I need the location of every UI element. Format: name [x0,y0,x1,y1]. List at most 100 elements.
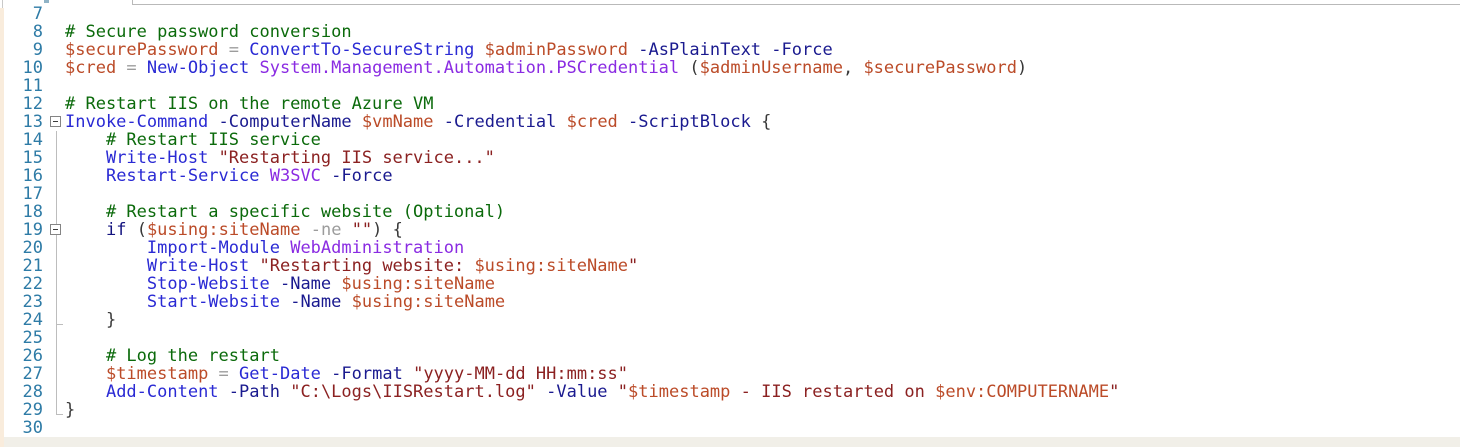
code-token-plain [280,382,290,402]
code-token-comment: # Restart IIS service [65,130,321,150]
code-token-plain [556,112,566,132]
code-token-parameter: -ComputerName [218,112,352,132]
code-token-plain [321,166,331,186]
code-text[interactable]: } [65,311,1460,329]
fold-column [47,113,65,131]
code-text[interactable]: if ($using:siteName -ne "") { [65,221,1460,239]
code-text[interactable]: # Restart a specific website (Optional) [65,203,1460,221]
line-number: 16 [22,166,43,186]
code-text[interactable]: Invoke-Command -ComputerName $vmName -Cr… [65,113,1460,131]
code-token-plain [65,274,147,294]
code-text[interactable]: # Secure password conversion [65,23,1460,41]
fold-column [47,221,65,239]
code-token-plain [259,166,269,186]
fold-column [47,275,65,293]
code-text[interactable] [65,77,1460,95]
code-line: 8# Secure password conversion [0,23,1460,41]
code-line: 16 Restart-Service W3SVC -Force [0,167,1460,185]
code-token-plain [341,220,351,240]
code-token-cmdlet: ConvertTo-SecureString [249,40,475,60]
fold-column [47,329,65,347]
code-token-variable: $using:siteName [146,220,301,240]
line-number: 29 [22,400,43,420]
line-number: 23 [22,292,43,312]
code-line: 20 Import-Module WebAdministration [0,239,1460,257]
line-number: 21 [22,256,43,276]
line-number: 17 [22,184,43,204]
line-number: 26 [22,346,43,366]
fold-column [47,239,65,257]
code-line: 28 Add-Content -Path "C:\Logs\IISRestart… [0,383,1460,401]
code-text[interactable]: $timestamp = Get-Date -Format "yyyy-MM-d… [65,365,1460,383]
code-line: 14 # Restart IIS service [0,131,1460,149]
fold-column [47,5,65,23]
code-line: 22 Stop-Website -Name $using:siteName [0,275,1460,293]
code-text[interactable] [65,419,1460,437]
code-token-cmdlet: Stop-Website [146,274,270,294]
code-token-operator: = [218,40,250,60]
code-token-string: "Restarting website: [259,256,475,276]
code-text[interactable]: Import-Module WebAdministration [65,239,1460,257]
fold-collapse-button[interactable] [50,224,61,235]
code-token-variable: $cred [65,58,117,78]
code-token-brace: ) { [372,220,403,240]
line-number: 15 [22,148,43,168]
code-text[interactable]: $cred = New-Object System.Management.Aut… [65,59,1460,77]
code-token-string: " [627,256,639,276]
code-line: 30 [0,419,1460,437]
code-text[interactable]: } [65,401,1460,419]
fold-collapse-button[interactable] [50,116,61,127]
code-token-plain [65,238,147,258]
code-token-plain [403,364,413,384]
fold-column [47,23,65,41]
code-token-parameter: -Name [279,274,332,294]
code-text[interactable]: # Restart IIS service [65,131,1460,149]
fold-column [47,419,65,437]
code-token-plain [608,382,618,402]
code-text[interactable] [65,185,1460,203]
code-token-plain [618,112,628,132]
code-text[interactable]: Write-Host "Restarting website: $using:s… [65,257,1460,275]
code-token-plain [219,382,229,402]
code-token-plain [474,40,484,60]
code-token-plain [321,364,331,384]
fold-column [47,77,65,95]
code-line: 21 Write-Host "Restarting website: $usin… [0,257,1460,275]
code-line: 12# Restart IIS on the remote Azure VM [0,95,1460,113]
code-token-plain [249,58,259,78]
code-text[interactable]: # Restart IIS on the remote Azure VM [65,95,1460,113]
code-token-plain [341,292,351,312]
fold-column [47,95,65,113]
code-text[interactable]: $securePassword = ConvertTo-SecureString… [65,41,1460,59]
code-text[interactable] [65,329,1460,347]
fold-column [47,167,65,185]
code-text[interactable]: Add-Content -Path "C:\Logs\IISRestart.lo… [65,383,1460,401]
code-token-cmdlet: Invoke-Command [65,112,209,132]
fold-column [47,365,65,383]
code-text[interactable]: Start-Website -Name $using:siteName [65,293,1460,311]
code-token-operator: = [208,364,240,384]
code-token-parameter: -AsPlainText [638,40,762,60]
code-line: 19 if ($using:siteName -ne "") { [0,221,1460,239]
code-text[interactable]: Restart-Service W3SVC -Force [65,167,1460,185]
code-token-comment: # Restart a specific website (Optional) [65,202,506,222]
code-text[interactable]: # Log the restart [65,347,1460,365]
fold-column [47,383,65,401]
line-number: 10 [22,58,43,78]
code-text[interactable] [65,5,1460,23]
code-token-string: "" [351,220,373,240]
line-number: 19 [22,220,43,240]
code-token-string: - IIS restarted on [730,382,936,402]
fold-column [47,311,65,329]
code-text[interactable]: Write-Host "Restarting IIS service..." [65,149,1460,167]
fold-column [47,131,65,149]
fold-column [47,203,65,221]
code-token-brace: ( [689,58,700,78]
code-token-variable: $securePassword [863,58,1017,78]
line-number: 24 [22,310,43,330]
code-text[interactable]: Stop-Website -Name $using:siteName [65,275,1460,293]
code-token-plain [434,112,444,132]
